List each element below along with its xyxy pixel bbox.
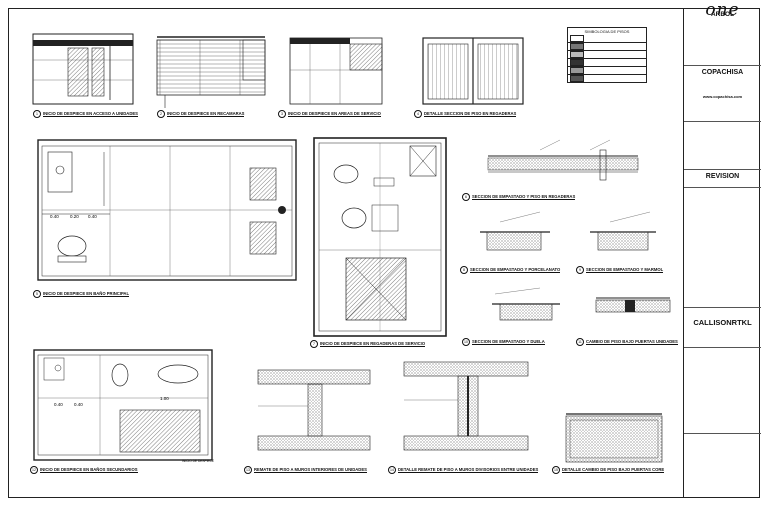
- legend-row: [567, 35, 647, 43]
- detail-number-7: 7: [310, 340, 318, 348]
- brand-block: one ÁRBOL: [684, 2, 761, 66]
- dim-label-4: 0.40: [54, 402, 63, 407]
- consultant-logo: CALLISONRTKL: [693, 318, 752, 327]
- detail-number-12: 12: [30, 466, 38, 474]
- detail-title-5: INICIO DE DESPIECE EN BAÑO PRINCIPAL: [43, 290, 130, 298]
- detail-title-13: REMATE DE PISO A MUROS INTERIORES DE UNI…: [254, 466, 367, 474]
- firm-website: www.copachisa.com: [702, 93, 743, 99]
- dim-label-2: 0.20: [70, 214, 79, 219]
- detail-11-section: [595, 297, 671, 313]
- detail-2-plan: [156, 36, 266, 108]
- legend-row: [567, 67, 647, 75]
- detail-title-2: INICIO DE DESPIECE EN RECAMARAS: [167, 110, 245, 118]
- drawing-info-block: [684, 348, 761, 434]
- legend-title: SIMBOLOGIA DE PISOS: [567, 27, 647, 35]
- project-name: ÁRBOL: [710, 10, 735, 18]
- consultant-block: CALLISONRTKL: [684, 308, 761, 348]
- detail-title-14: DETALLE REMATE DE PISO A MUROS DIVISORIO…: [398, 466, 539, 474]
- detail-number-4: 4: [414, 110, 422, 118]
- detail-title-3: INICIO DE DESPIECE EN AREAS DE SERVICIO: [288, 110, 381, 118]
- detail-number-10: 10: [462, 338, 470, 346]
- dim-label-5: 0.40: [74, 402, 83, 407]
- detail-number-9: 9: [576, 266, 584, 274]
- legend-row: [567, 75, 647, 83]
- detail-title-1: INICIO DE DESPIECE EN ACCESO A UNIDADES: [43, 110, 138, 118]
- detail-title-9: SECCION DE EMPASTADO Y MARMOL: [586, 266, 664, 274]
- drawing-area: 0.40 0.20 0.40: [32, 33, 671, 463]
- legend-row: [567, 59, 647, 67]
- detail-7-plan: [313, 137, 447, 337]
- firm-block: COPACHISA www.copachisa.com: [684, 66, 761, 122]
- detail-number-2: 2: [157, 110, 165, 118]
- detail-15-section: [565, 413, 663, 463]
- sheet-number-block: [684, 434, 761, 474]
- dim-label-3: 0.40: [88, 214, 97, 219]
- detail-number-6: 6: [462, 193, 470, 201]
- detail-number-15: 15: [552, 466, 560, 474]
- detail-12-plan: [33, 349, 213, 461]
- detail-13-section: [257, 369, 371, 451]
- detail-title-7: INICIO DE DESPIECE EN REGADERAS DE SERVI…: [320, 340, 426, 348]
- detail-14-section: [403, 361, 529, 451]
- sheet-frame: [8, 8, 760, 498]
- detail-10-section: [492, 287, 560, 321]
- detail-number-14: 14: [388, 466, 396, 474]
- detail-number-13: 13: [244, 466, 252, 474]
- revision-title: REVISION: [705, 173, 740, 180]
- detail-6-section: [487, 139, 639, 181]
- detail-title-12: INICIO DE DESPIECE EN BAÑOS SECUNDARIOS: [40, 466, 138, 474]
- detail-title-4: DETALLE SECCION DE PISO EN REGADERAS: [424, 110, 517, 118]
- revision-block: REVISION: [684, 170, 761, 188]
- notes-block: [684, 122, 761, 170]
- info-block: [684, 188, 761, 308]
- detail-number-8: 8: [460, 266, 468, 274]
- floor-legend: SIMBOLOGIA DE PISOS: [567, 27, 647, 83]
- detail-3-plan: [289, 37, 383, 105]
- detail-title-10: SECCION DE EMPASTADO Y DUELA: [472, 338, 545, 346]
- detail-4-plan: [422, 37, 524, 105]
- legend-row: [567, 51, 647, 59]
- legend-row: [567, 43, 647, 51]
- detail-9-section: [590, 211, 656, 251]
- detail-title-15: DETALLE CAMBIO DE PISO BAJO PUERTAS CORE: [562, 466, 665, 474]
- detail-title-6: SECCION DE EMPASTADO Y PISO EN REGADERAS: [472, 193, 576, 201]
- firm-logo: COPACHISA: [701, 69, 744, 76]
- detail-5-plan: [37, 139, 297, 281]
- detail-title-8: SECCION DE EMPASTADO Y PORCELANATO: [470, 266, 561, 274]
- dim-label-6: 1.00: [160, 396, 169, 401]
- detail-number-11: 11: [576, 338, 584, 346]
- detail-number-5: 5: [33, 290, 41, 298]
- title-block: one ÁRBOL COPACHISA www.copachisa.com RE…: [683, 2, 761, 498]
- detail-title-11: CAMBIO DE PISO BAJO PUERTAS UNIDADES: [586, 338, 678, 346]
- detail-1-plan: [32, 33, 134, 105]
- dim-label-1: 0.40: [50, 214, 59, 219]
- detail-8-section: [480, 211, 550, 251]
- detail-number-1: 1: [33, 110, 41, 118]
- detail-number-3: 3: [278, 110, 286, 118]
- start-label: INICIO DE DESPIECE: [182, 459, 214, 463]
